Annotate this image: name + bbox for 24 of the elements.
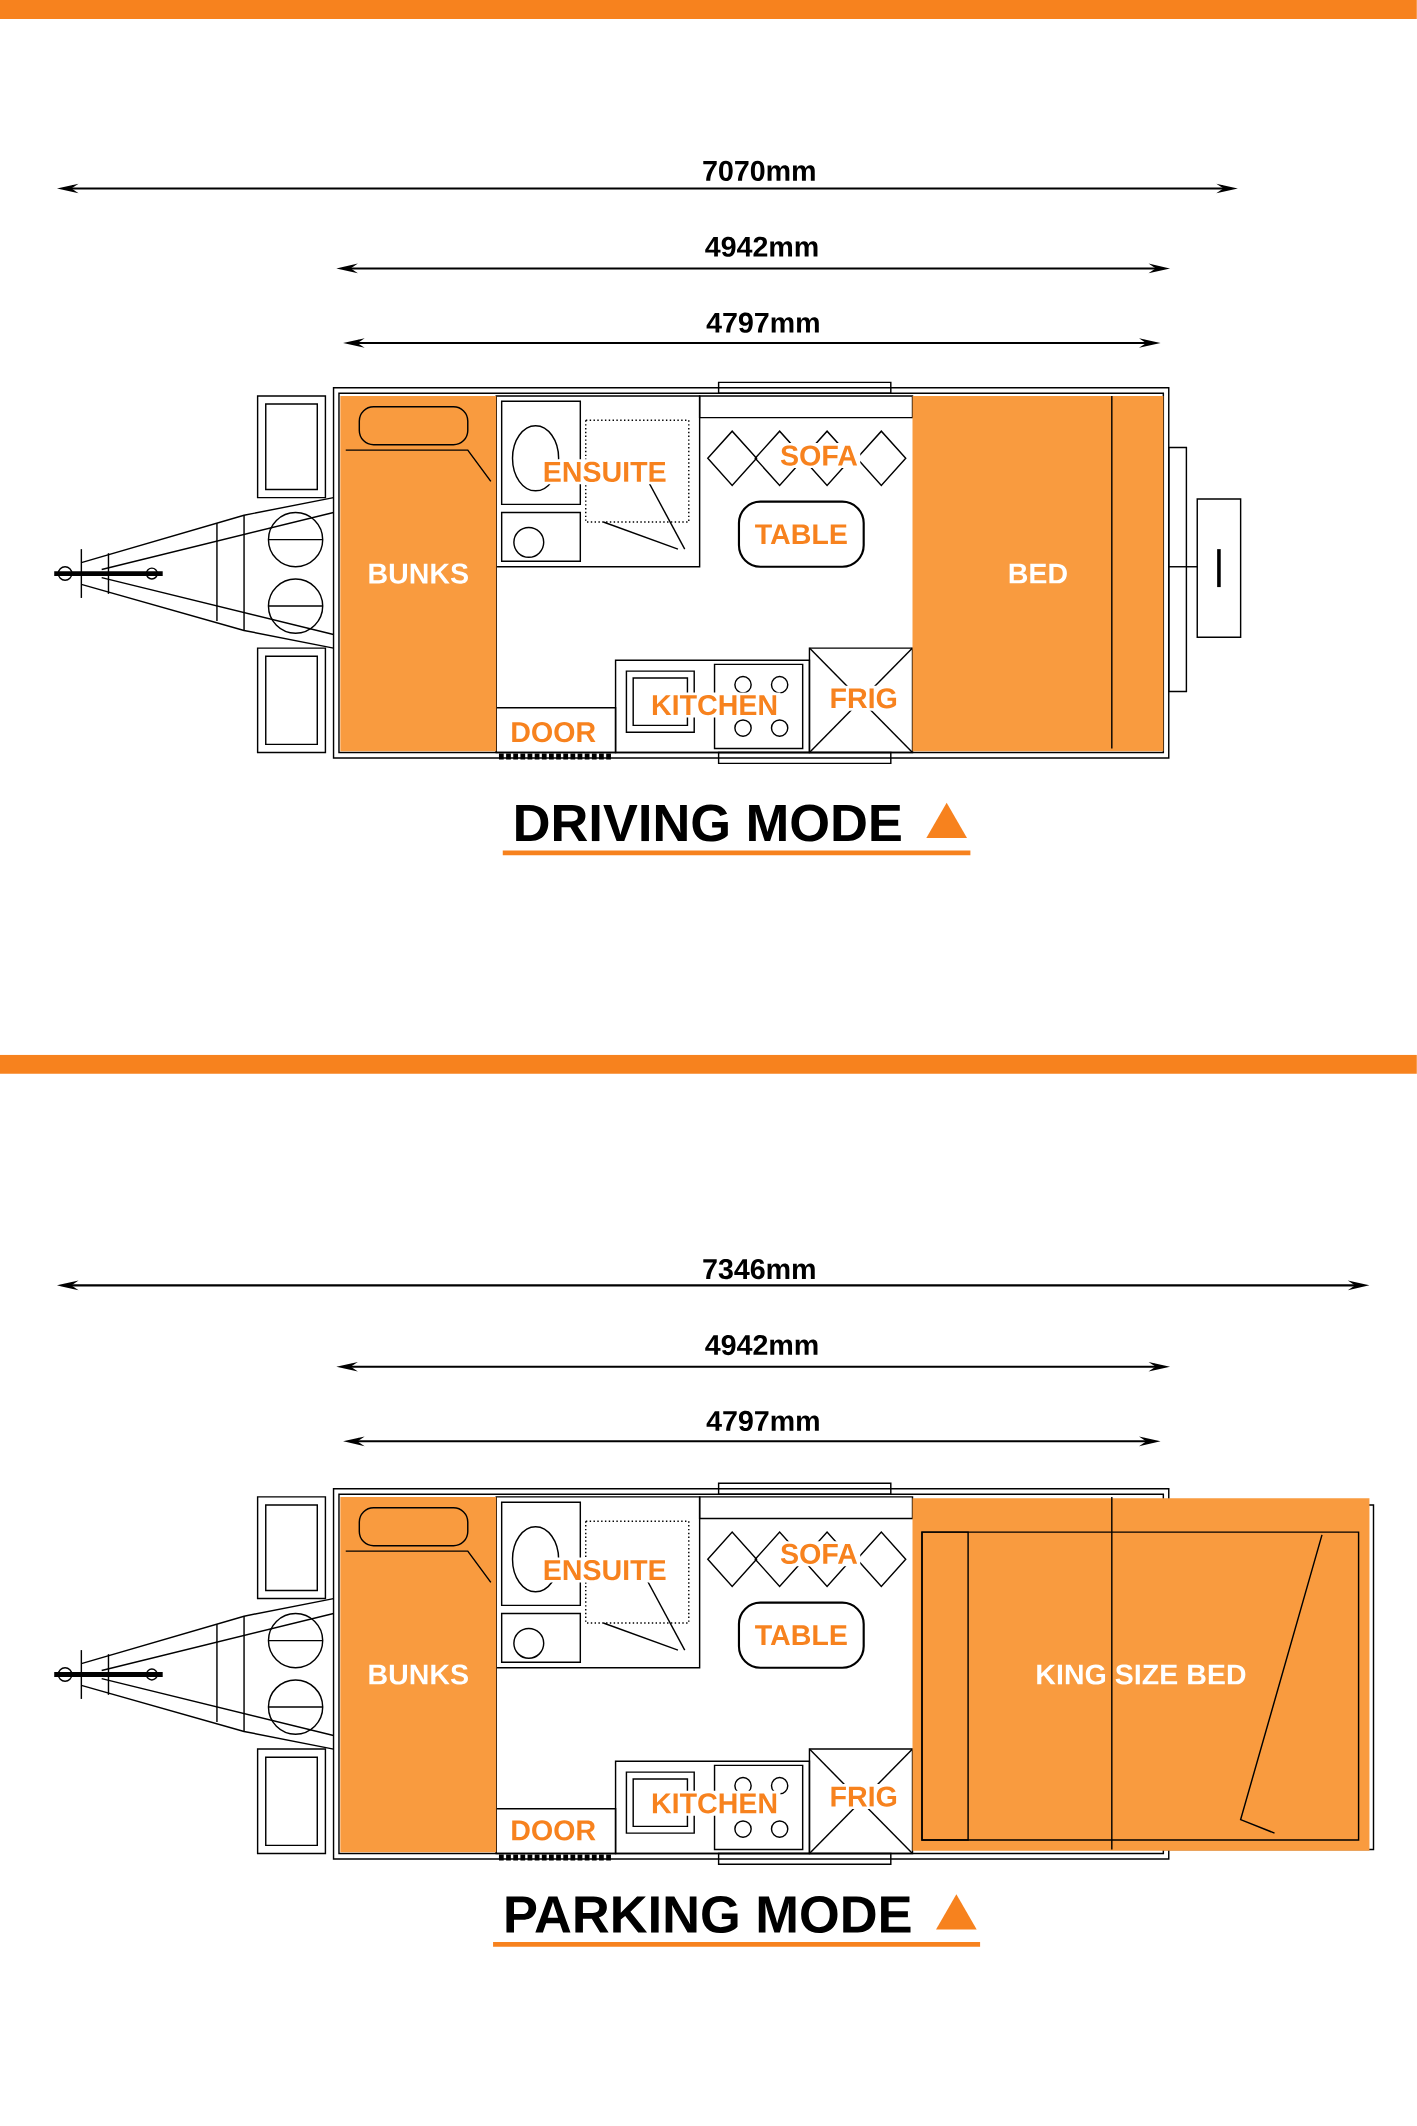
table-box: TABLE [737,1601,865,1669]
dimension-label: 7070mm [703,160,815,181]
dimension-label: 4942mm [705,1334,818,1356]
dimension-label: 4797mm [706,312,819,333]
mode-title: PARKING MODE [506,1895,911,1934]
room-label: FRIG [827,685,901,711]
bed-area: BUNKS [340,395,497,752]
room-label: DOOR [508,1817,599,1843]
room-label: ENSUITE [540,1557,670,1583]
bed-area: KING SIZE BED [912,1498,1370,1851]
room-label: DOOR [508,719,599,745]
dimension-label: 4797mm [706,1410,819,1432]
room-label: SOFA [777,443,861,469]
bed-area: BED [912,395,1164,752]
room-label: ENSUITE [540,459,670,485]
bed-area: BUNKS [340,1496,497,1853]
room-label: SOFA [777,1541,861,1567]
room-label: KITCHEN [648,1790,781,1816]
room-label: FRIG [827,1784,901,1810]
dimension-label: 7346mm [703,1258,815,1280]
dimension-label: 4942mm [705,236,818,257]
room-label: KITCHEN [648,692,781,718]
mode-title: DRIVING MODE [516,804,901,842]
table-box: TABLE [737,500,865,568]
